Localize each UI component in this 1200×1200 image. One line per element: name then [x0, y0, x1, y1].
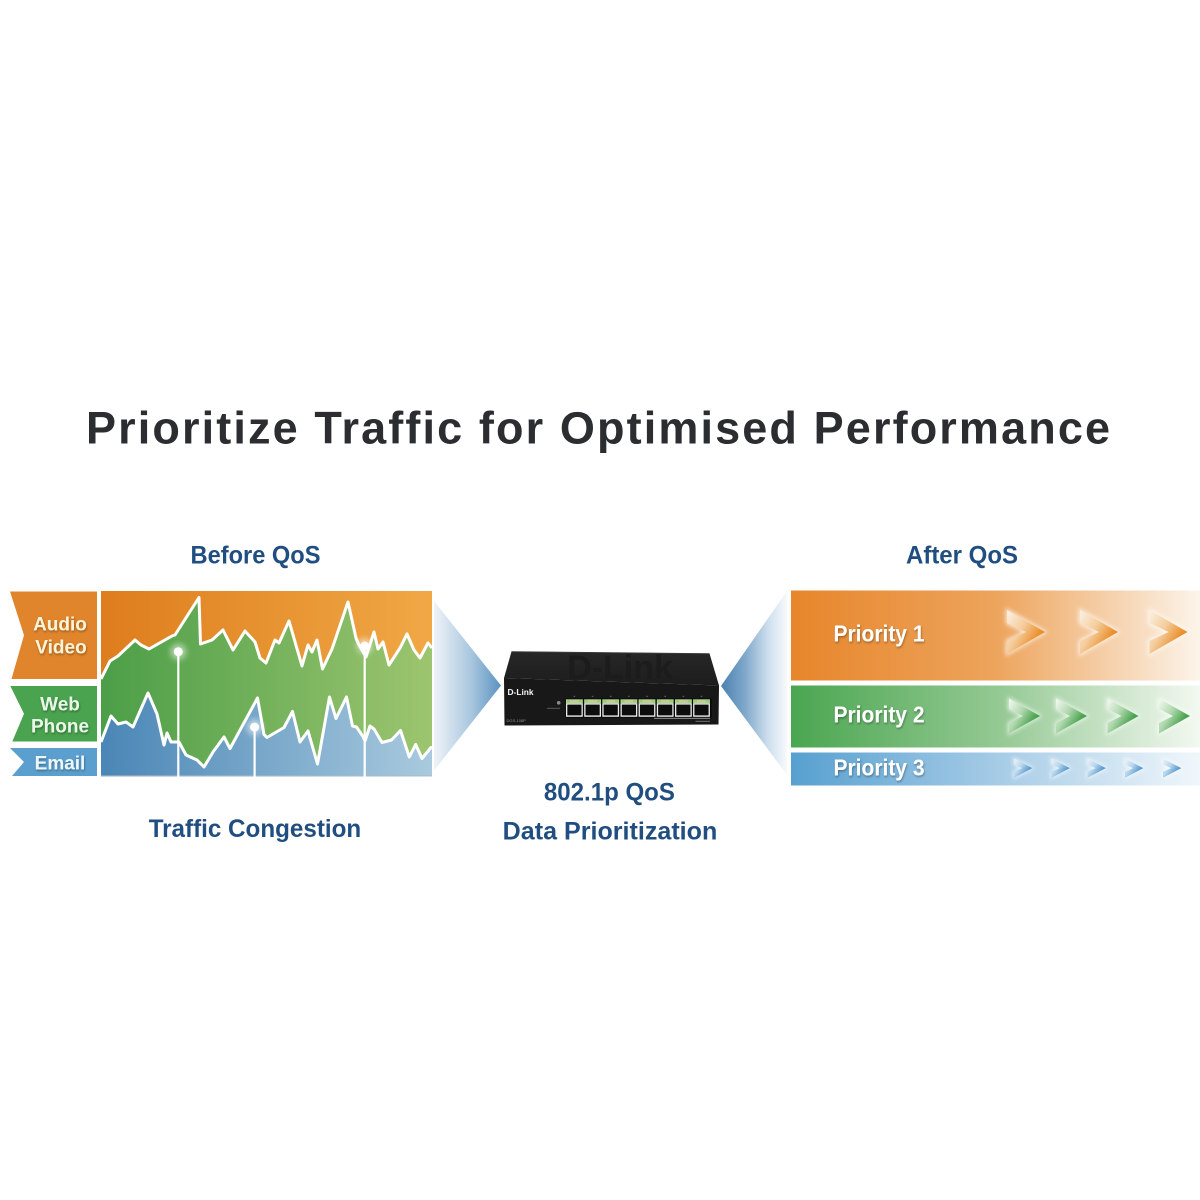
svg-text:DGS-108P: DGS-108P: [507, 718, 527, 723]
svg-text:After QoS: After QoS: [906, 541, 1018, 569]
svg-text:Email: Email: [35, 754, 86, 775]
svg-text:Video: Video: [35, 638, 86, 659]
svg-text:Audio: Audio: [33, 615, 87, 636]
svg-text:D-Link: D-Link: [567, 649, 673, 687]
svg-text:Before QoS: Before QoS: [191, 542, 321, 570]
svg-text:Traffic Congestion: Traffic Congestion: [149, 815, 362, 843]
svg-text:Phone: Phone: [31, 717, 89, 738]
svg-text:Priority 1: Priority 1: [834, 621, 925, 647]
svg-text:Priority 2: Priority 2: [834, 702, 925, 728]
svg-text:802.1p QoS: 802.1p QoS: [544, 778, 675, 806]
svg-text:Web: Web: [40, 695, 80, 716]
svg-text:Data Prioritization: Data Prioritization: [503, 817, 718, 845]
svg-text:D-Link: D-Link: [508, 687, 534, 697]
svg-text:Prioritize Traffic for Optimis: Prioritize Traffic for Optimised Perform…: [86, 403, 1110, 454]
svg-text:Priority 3: Priority 3: [834, 755, 925, 781]
